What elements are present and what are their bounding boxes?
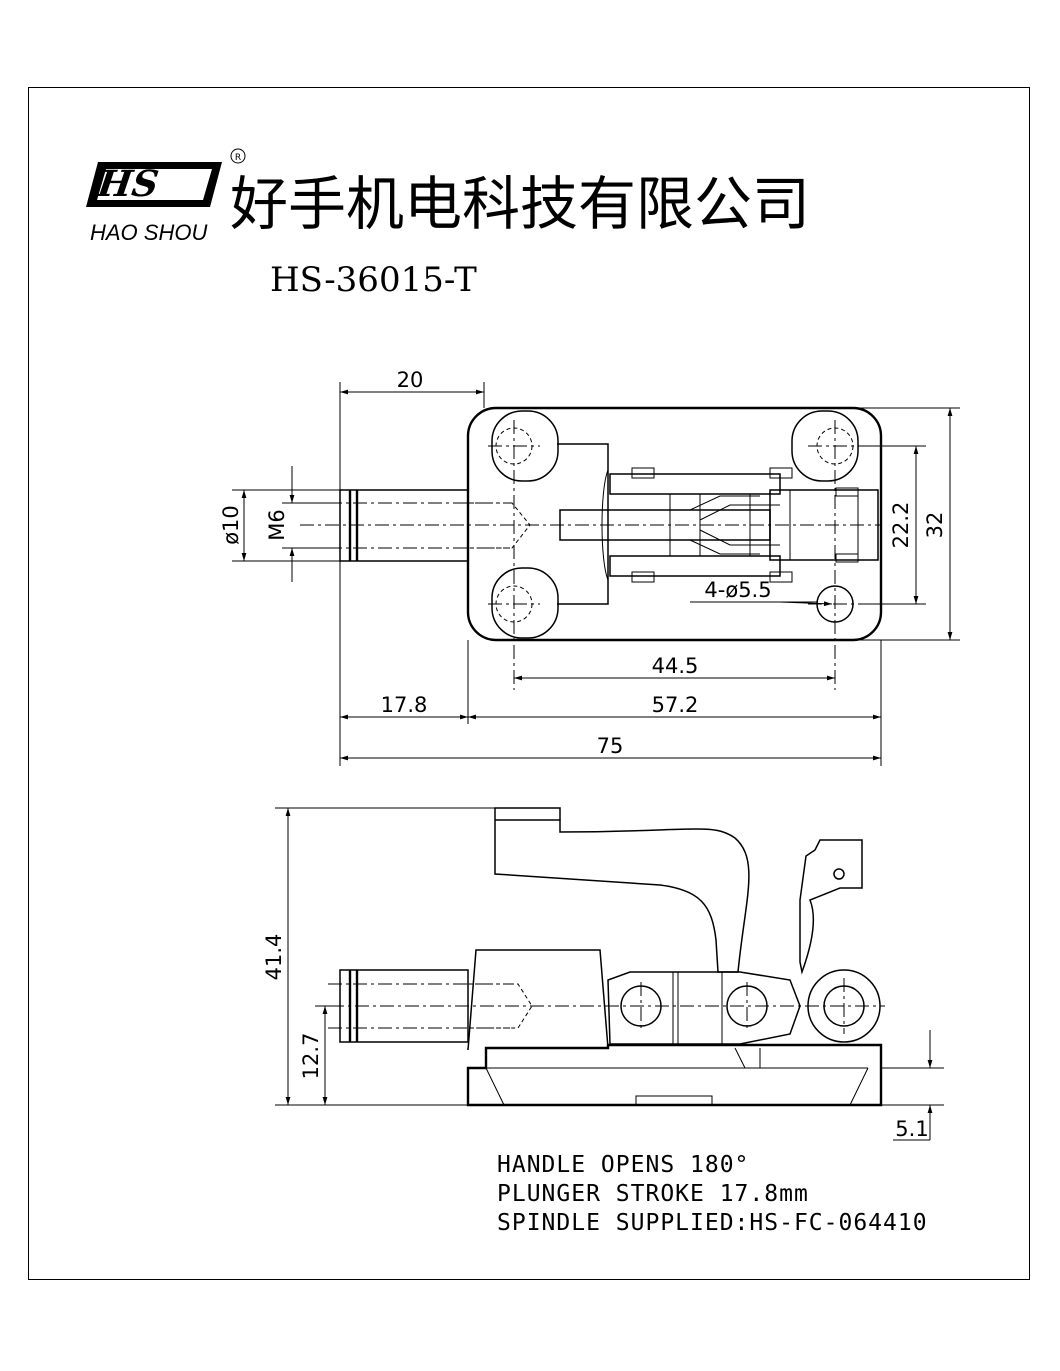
model-number: HS-36015-T (270, 260, 477, 300)
side-view (328, 807, 885, 1107)
dim-hole-spacing-long: 44.5 (652, 654, 699, 678)
side-view-dimensions: 41.4 12.7 5.1 (262, 807, 944, 1141)
dim-overall-length: 75 (597, 734, 624, 758)
note-stroke: PLUNGER STROKE 17.8mm (497, 1181, 809, 1207)
dim-base-thickness: 5.1 (895, 1117, 928, 1141)
dim-hole-spacing-short: 22.2 (889, 502, 913, 549)
handle (494, 810, 750, 973)
note-spindle: SPINDLE SUPPLIED:HS-FC-064410 (497, 1210, 928, 1236)
base-plate (466, 406, 883, 642)
hs-logo: HS R (86, 148, 246, 207)
registered-mark (230, 148, 246, 164)
logo-text: HS (94, 162, 161, 205)
top-view-dimensions: 20 ø10 M6 22.2 32 4-ø5.5 44.5 17.8 (219, 368, 960, 766)
dim-plunger-length: 20 (397, 368, 424, 392)
dim-base-width: 32 (923, 512, 947, 539)
dim-holes: 4-ø5.5 (704, 578, 771, 602)
top-view (300, 406, 883, 690)
dim-stroke: 17.8 (381, 693, 428, 717)
dim-plunger-diameter: ø10 (219, 505, 243, 545)
dim-thread: M6 (265, 509, 289, 540)
slot-bottom-left (491, 567, 559, 639)
brand-name: HAO SHOU (90, 220, 207, 245)
dim-overall-height: 41.4 (262, 934, 286, 981)
registered-letter: R (235, 153, 241, 163)
slot-top-right (791, 410, 859, 482)
dim-center-height: 12.7 (299, 1033, 323, 1080)
handle-arm (799, 839, 863, 975)
notes: HANDLE OPENS 180° PLUNGER STROKE 17.8mm … (497, 1152, 928, 1236)
dim-base-length: 57.2 (652, 693, 699, 717)
drawing-frame (28, 87, 1030, 1280)
company-name: 好手机电科技有限公司 (230, 170, 810, 238)
note-handle: HANDLE OPENS 180° (497, 1152, 749, 1178)
